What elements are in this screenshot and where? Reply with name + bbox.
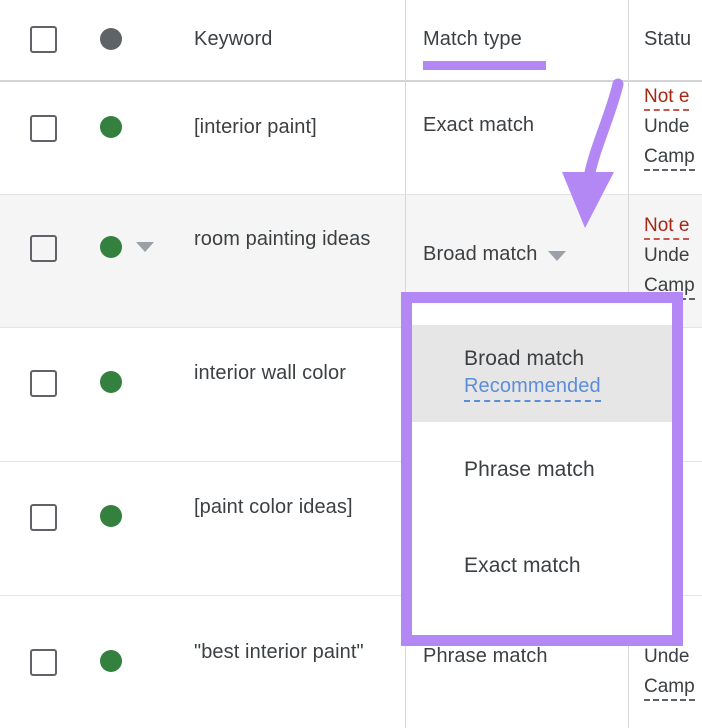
row-status-dot <box>100 371 160 393</box>
column-header-status[interactable]: Statu <box>644 28 702 51</box>
status-under-text: Unde <box>644 245 690 266</box>
select-all-checkbox[interactable] <box>30 26 74 53</box>
row-keyword[interactable]: [interior paint] <box>194 114 394 141</box>
status-campaign-text: Camp <box>644 145 695 171</box>
row-checkbox[interactable] <box>30 115 74 142</box>
checkbox-icon[interactable] <box>30 370 57 397</box>
checkbox-icon[interactable] <box>30 115 57 142</box>
dropdown-option-label: Exact match <box>464 554 581 577</box>
status-under-text: Unde <box>644 646 690 667</box>
chevron-down-icon[interactable] <box>136 242 155 252</box>
dropdown-option-recommended-badge: Recommended <box>464 373 601 402</box>
row-keyword-text: [interior paint] <box>194 116 317 138</box>
match-type-highlight-underline <box>423 61 546 70</box>
row-status-dot[interactable] <box>100 236 160 258</box>
row-match-type-text: Broad match <box>423 243 538 265</box>
column-header-match-type[interactable]: Match type <box>423 28 618 51</box>
status-dot-icon <box>100 650 122 672</box>
row-match-type[interactable]: Phrase match <box>423 645 618 668</box>
row-keyword-text: room painting ideas <box>194 228 371 250</box>
checkbox-icon[interactable] <box>30 235 57 262</box>
row-match-type[interactable]: Broad match <box>423 243 618 266</box>
dropdown-option-label: Broad match <box>464 347 585 370</box>
checkbox-icon[interactable] <box>30 504 57 531</box>
chevron-down-icon[interactable] <box>547 250 566 261</box>
row-keyword[interactable]: "best interior paint" <box>194 639 394 666</box>
checkbox-icon[interactable] <box>30 26 57 53</box>
status-not-eligible-text: Not e <box>644 85 690 111</box>
row-checkbox[interactable] <box>30 504 74 531</box>
dropdown-option-exact-match[interactable]: Exact match <box>412 518 672 614</box>
column-header-match-type-label: Match type <box>423 28 522 50</box>
dropdown-option-phrase-match[interactable]: Phrase match <box>412 422 672 518</box>
row-status-dot <box>100 505 160 527</box>
status-dot-icon <box>100 28 122 50</box>
row-status-dot <box>100 650 160 672</box>
row-match-type-text: Exact match <box>423 114 535 136</box>
status-not-eligible-text: Not e <box>644 214 690 240</box>
dropdown-option-broad-match[interactable]: Broad match Recommended <box>412 325 672 422</box>
row-keyword-text: "best interior paint" <box>194 641 364 663</box>
row-keyword-text: interior wall color <box>194 362 346 384</box>
column-header-keyword-label: Keyword <box>194 28 273 50</box>
dropdown-option-label: Phrase match <box>464 458 595 481</box>
row-checkbox[interactable] <box>30 370 74 397</box>
row-status: Not e Unde Camp <box>644 211 702 301</box>
dropdown-inner: Broad match Recommended Phrase match Exa… <box>412 303 672 635</box>
status-dot-icon <box>100 236 122 258</box>
row-keyword[interactable]: room painting ideas <box>194 226 394 253</box>
row-keyword[interactable]: [paint color ideas] <box>194 494 394 521</box>
table-row[interactable]: "best interior paint" Phrase match e Und… <box>0 596 702 728</box>
row-checkbox[interactable] <box>30 649 74 676</box>
status-under-text: Unde <box>644 116 690 137</box>
row-match-type[interactable]: Exact match <box>423 114 618 137</box>
row-status-dot <box>100 116 160 138</box>
table-row[interactable]: [interior paint] Exact match Not e Unde … <box>0 82 702 195</box>
column-header-keyword[interactable]: Keyword <box>194 28 394 51</box>
status-dot-icon <box>100 371 122 393</box>
row-checkbox[interactable] <box>30 235 74 262</box>
checkbox-icon[interactable] <box>30 649 57 676</box>
match-type-dropdown-menu[interactable]: Broad match Recommended Phrase match Exa… <box>401 292 683 646</box>
row-status: Not e Unde Camp <box>644 82 702 172</box>
row-match-type-text: Phrase match <box>423 645 548 667</box>
row-keyword-text: [paint color ideas] <box>194 496 353 518</box>
row-keyword[interactable]: interior wall color <box>194 360 394 387</box>
status-column-header-icon <box>100 28 160 50</box>
status-campaign-text: Camp <box>644 675 695 701</box>
column-header-status-label: Statu <box>644 28 692 50</box>
status-dot-icon <box>100 505 122 527</box>
status-dot-icon <box>100 116 122 138</box>
table-header-row: Keyword Match type Statu <box>0 0 702 82</box>
